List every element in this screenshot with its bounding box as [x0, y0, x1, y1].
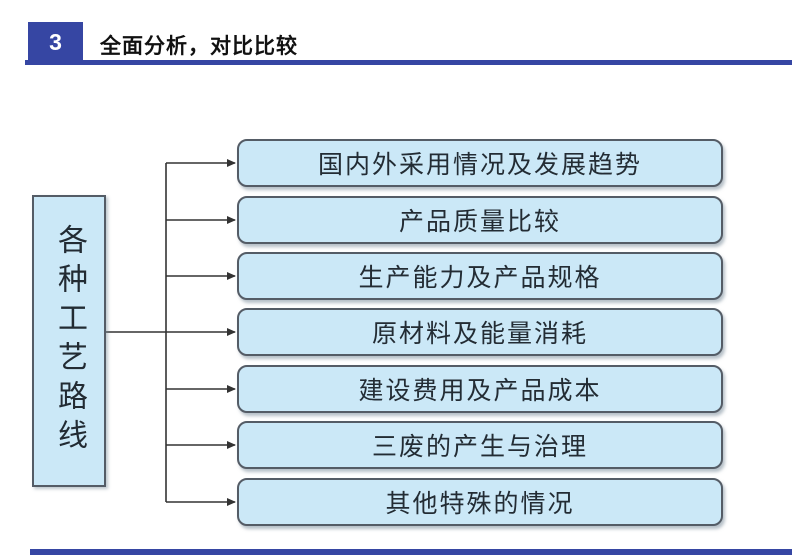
footer-divider — [30, 549, 792, 555]
root-node-label: 各种工艺路线 — [53, 224, 86, 458]
leaf-node-capacity-specs: 生产能力及产品规格 — [237, 252, 723, 300]
leaf-node-product-quality: 产品质量比较 — [237, 196, 723, 244]
header-divider — [25, 60, 792, 65]
leaf-node-materials-energy: 原材料及能量消耗 — [237, 308, 723, 356]
leaf-node-adoption-trends: 国内外采用情况及发展趋势 — [237, 139, 723, 187]
section-number-badge: 3 — [28, 22, 83, 63]
leaf-node-other-special: 其他特殊的情况 — [237, 478, 723, 526]
leaf-node-cost: 建设费用及产品成本 — [237, 365, 723, 413]
root-node-process-routes: 各种工艺路线 — [32, 195, 106, 487]
page-title: 全面分析，对比比较 — [100, 35, 298, 58]
leaf-node-three-wastes: 三废的产生与治理 — [237, 421, 723, 469]
